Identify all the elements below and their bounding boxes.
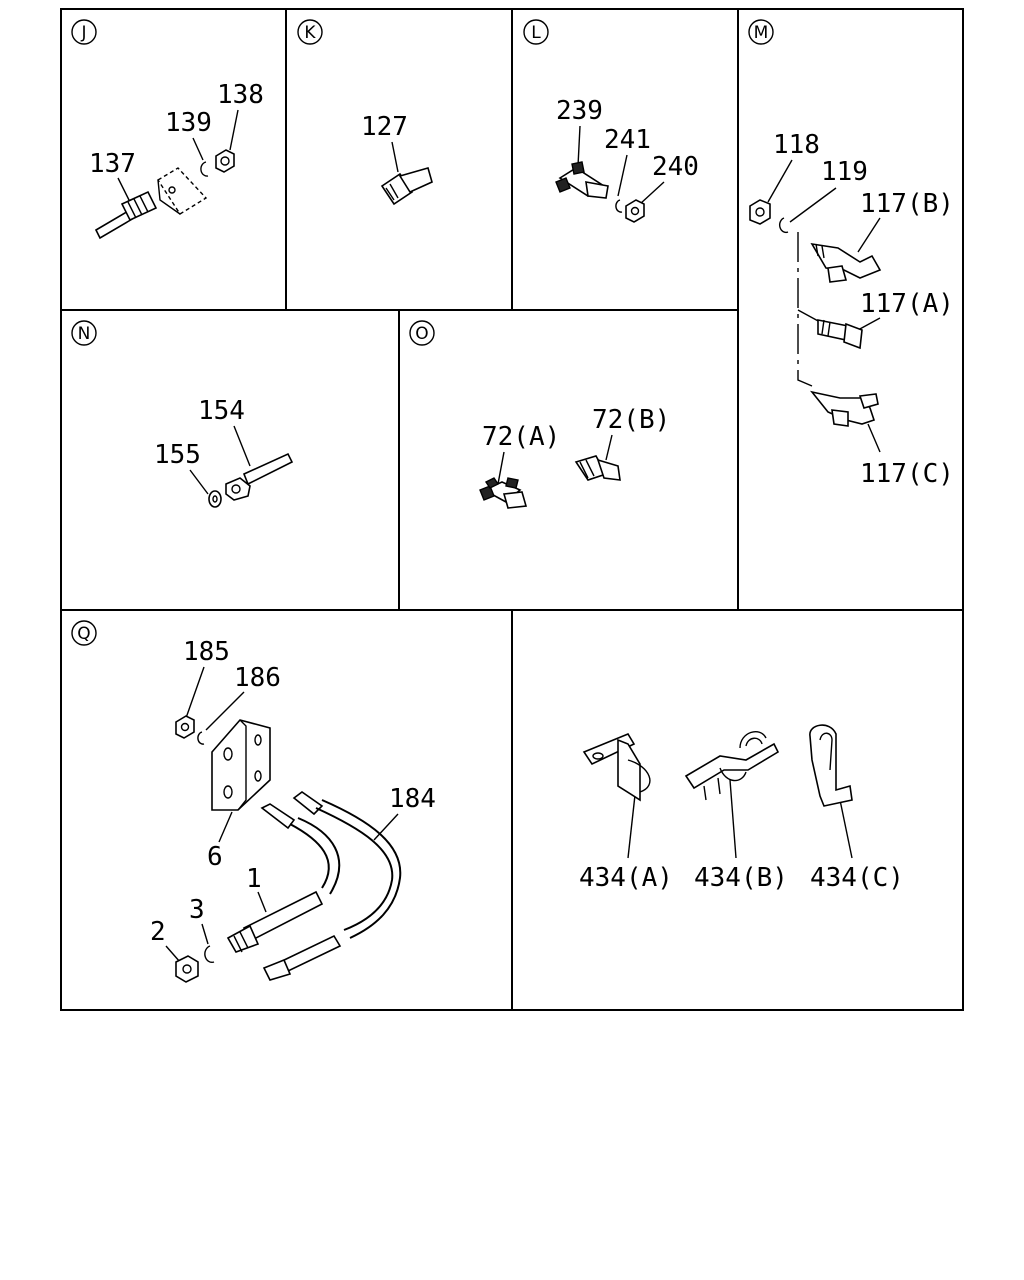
union-fitting-72b — [574, 455, 621, 481]
label-434c: 434(C) — [810, 863, 904, 893]
bracket-plate — [157, 167, 208, 215]
panel-j-marker: J — [71, 19, 97, 45]
nut-118 — [749, 199, 771, 225]
clip-3 — [204, 945, 215, 964]
label-137: 137 — [89, 149, 136, 179]
nut-138 — [215, 149, 235, 173]
panel-m-letter: M — [754, 23, 769, 43]
panel-l-marker: L — [523, 19, 549, 45]
label-434b: 434(B) — [694, 863, 788, 893]
label-6: 6 — [207, 842, 223, 872]
panel-o-letter: O — [415, 324, 428, 344]
panel-o: O 72(A) 72(B) — [409, 320, 670, 509]
label-138: 138 — [217, 80, 264, 110]
panel-n-letter: N — [78, 324, 91, 344]
tee-fitting-239 — [555, 161, 609, 199]
label-2: 2 — [150, 917, 166, 947]
panel-l: L 239 241 240 — [523, 19, 699, 223]
nut-185 — [175, 715, 195, 739]
nut-2 — [175, 955, 199, 983]
label-118: 118 — [773, 130, 820, 160]
panel-q-letter: Q — [77, 624, 90, 644]
panel-o-marker: O — [409, 320, 435, 346]
panel-l-letter: L — [531, 23, 541, 43]
clip-434c — [809, 724, 853, 807]
clip-434a — [582, 732, 651, 802]
label-434a: 434(A) — [579, 863, 673, 893]
clip-119 — [779, 217, 789, 234]
label-119: 119 — [821, 157, 868, 187]
clip-241 — [615, 199, 623, 213]
clip-434b — [684, 730, 780, 801]
label-186: 186 — [234, 663, 281, 693]
panel-k-letter: K — [304, 23, 316, 43]
panel-m: M 118 119 117(B) 117(A) 117(C) — [748, 19, 954, 489]
label-155: 155 — [154, 440, 201, 470]
label-3: 3 — [189, 895, 205, 925]
panel-k-marker: K — [297, 19, 323, 45]
brake-hose-184 — [262, 791, 402, 981]
panel-r: 434(A) 434(B) 434(C) — [579, 724, 904, 893]
label-240: 240 — [652, 152, 699, 182]
banjo-bolt-154 — [225, 452, 294, 501]
label-241: 241 — [604, 125, 651, 155]
straight-fitting-117a — [817, 319, 863, 350]
panel-k: K 127 — [297, 19, 433, 206]
panel-q: Q 185 186 184 6 1 3 2 — [71, 620, 436, 983]
tee-fitting-117c — [809, 390, 879, 427]
leader-bracket — [797, 232, 821, 387]
panel-m-marker: M — [748, 19, 774, 45]
panel-n-marker: N — [71, 320, 97, 346]
label-117c: 117(C) — [860, 459, 954, 489]
union-fitting-127 — [380, 167, 433, 206]
tee-fitting-117b — [810, 242, 882, 283]
washer-155 — [208, 490, 222, 508]
label-154: 154 — [198, 396, 245, 426]
panel-n: N 154 155 — [71, 320, 294, 508]
panel-grid — [60, 8, 964, 1011]
label-117b: 117(B) — [860, 189, 954, 219]
label-139: 139 — [165, 108, 212, 138]
panel-j: J 137 139 138 — [71, 19, 264, 240]
label-117a: 117(A) — [860, 289, 954, 319]
clip-139 — [200, 161, 209, 177]
pipe-fitting-137 — [94, 190, 158, 240]
panel-j-letter: J — [80, 23, 86, 43]
label-72a: 72(A) — [482, 422, 560, 452]
clip-186 — [197, 731, 205, 745]
cross-fitting-72a — [479, 477, 528, 509]
label-184: 184 — [389, 784, 436, 814]
bracket-6 — [211, 719, 271, 811]
nut-240 — [625, 199, 645, 223]
label-239: 239 — [556, 96, 603, 126]
label-127: 127 — [361, 112, 408, 142]
label-72b: 72(B) — [592, 405, 670, 435]
panel-q-marker: Q — [71, 620, 97, 646]
label-185: 185 — [183, 637, 230, 667]
brake-pipe-1 — [226, 803, 341, 953]
label-1: 1 — [246, 864, 262, 894]
